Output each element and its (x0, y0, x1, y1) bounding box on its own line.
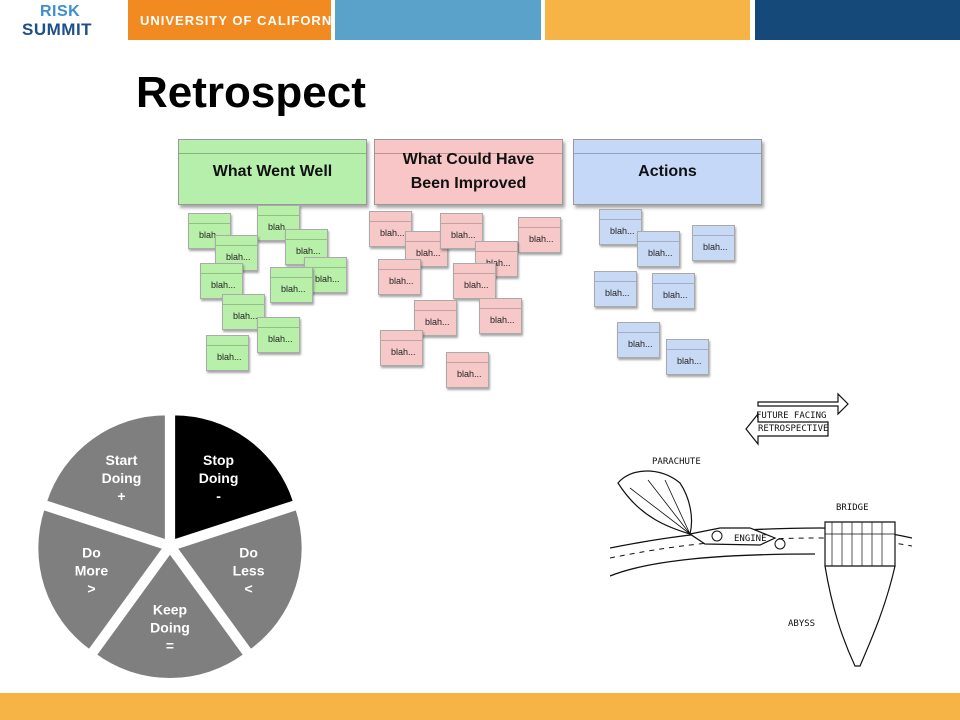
logo-line2: SUMMIT (22, 20, 93, 39)
pie-slice (94, 551, 246, 680)
arrow-right-icon (757, 392, 849, 416)
abyss-icon (824, 565, 896, 667)
sticky-note: blah... (453, 263, 496, 299)
pie-svg: StopDoing-DoLess<KeepDoing=DoMore>StartD… (36, 413, 304, 680)
logo-line1: RISK (40, 3, 81, 20)
sticky-note: blah... (637, 231, 680, 267)
column-could-improve: What Could Have Been Improved (374, 139, 563, 205)
header-bar: RISK SUMMIT UNIVERSITY OF CALIFORNIA (0, 0, 960, 40)
sticky-note: blah... (518, 217, 561, 253)
arrow-top-label: FUTURE FACING (756, 411, 826, 421)
sticky-note: blah... (617, 322, 660, 358)
sticky-note: blah... (446, 352, 489, 388)
pie-slice-label: Doing (150, 620, 190, 636)
column-went-well: What Went Well (178, 139, 367, 205)
pie-slice (36, 507, 165, 652)
sticky-note: blah... (594, 271, 637, 307)
header-band-gold (545, 0, 750, 40)
pie-slice-label: Start (105, 452, 137, 468)
header-band-navy (755, 0, 960, 40)
org-label: UNIVERSITY OF CALIFORNIA (140, 13, 348, 28)
sticky-note: blah... (200, 263, 243, 299)
slide-title: Retrospect (136, 68, 366, 117)
sticky-note: blah... (599, 209, 642, 245)
arrow-left-icon (745, 412, 829, 446)
sticky-note: blah... (206, 335, 249, 371)
header-band-blue (335, 0, 541, 40)
pie-slice-label: Do (82, 545, 101, 561)
sticky-note: blah... (270, 267, 313, 303)
sticky-note: blah... (692, 225, 735, 261)
pie-slice-label: Doing (199, 470, 239, 486)
bridge-label: BRIDGE (836, 503, 869, 513)
sticky-note: blah... (666, 339, 709, 375)
engine-label: ENGINE (734, 534, 767, 544)
sticky-note: blah... (257, 317, 300, 353)
pie-slice (175, 507, 304, 652)
road-edge-bottom (609, 553, 816, 577)
pie-slice-label: - (216, 488, 221, 504)
pie-slice (173, 413, 296, 542)
pie-slice-label: Doing (102, 470, 142, 486)
pie-slice-label: More (75, 563, 109, 579)
car-icon (688, 527, 777, 546)
footer-bar (0, 693, 960, 720)
pie-slice-label: Do (239, 545, 258, 561)
sticky-note: blah... (479, 298, 522, 334)
wheel-icon (774, 538, 786, 550)
sticky-note: blah... (652, 273, 695, 309)
pie-slice-label: = (166, 638, 174, 654)
column-could-improve-label: What Could Have Been Improved (402, 151, 535, 192)
pie-slice (44, 413, 167, 542)
pie-slice-label: Keep (153, 602, 187, 618)
sticky-note: blah... (378, 259, 421, 295)
sticky-note: blah... (380, 330, 423, 366)
pie-slice-label: > (87, 581, 95, 597)
wheel-icon (711, 530, 723, 542)
pie-slice-label: + (117, 488, 125, 504)
parachute-icon (617, 470, 693, 535)
sketch-svg: FUTURE FACING RETROSPECTIVE PARACHUTE EN… (609, 392, 913, 667)
retrospective-sketch: FUTURE FACING RETROSPECTIVE PARACHUTE EN… (609, 388, 913, 678)
bridge-icon (824, 521, 896, 567)
pie-slice-label: Stop (203, 452, 234, 468)
sticky-note: blah... (369, 211, 412, 247)
column-actions: Actions (573, 139, 762, 205)
retro-board: What Went Well What Could Have Been Impr… (178, 137, 774, 395)
arrow-bottom-label: RETROSPECTIVE (758, 424, 828, 434)
header-band-orange (128, 0, 331, 40)
abyss-label: ABYSS (788, 619, 815, 629)
risk-summit-logo: RISK SUMMIT (0, 0, 128, 40)
pie-slice-label: Less (233, 563, 265, 579)
parachute-label: PARACHUTE (652, 457, 701, 467)
pie-slice-label: < (244, 581, 252, 597)
